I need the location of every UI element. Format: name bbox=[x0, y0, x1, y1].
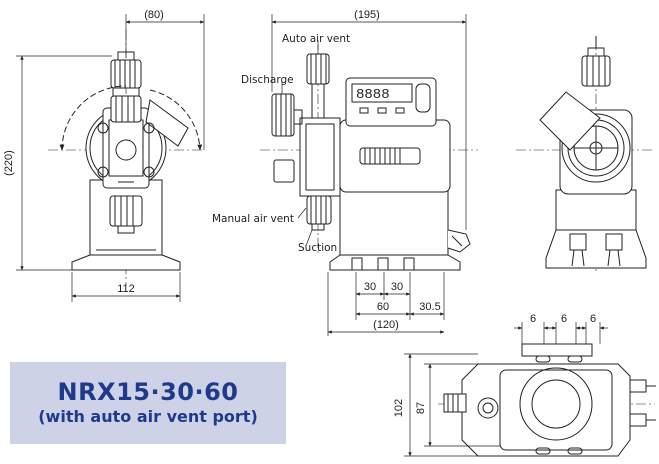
plan-view bbox=[438, 343, 656, 457]
label-auto-air-vent: Auto air vent bbox=[282, 33, 350, 45]
front-dimension-lines bbox=[271, 14, 467, 336]
dim-left-base-width: 112 bbox=[117, 283, 135, 295]
callout-lines bbox=[281, 44, 319, 247]
front-view: 8888 bbox=[260, 40, 478, 271]
dim-front-30-5: 30.5 bbox=[419, 301, 440, 313]
dim-front-30b: 30 bbox=[391, 281, 403, 293]
dim-front-60: 60 bbox=[377, 301, 389, 313]
dim-plan-6c: 6 bbox=[590, 313, 596, 325]
dim-left-height: (220) bbox=[3, 150, 15, 176]
dim-plan-102: 102 bbox=[393, 399, 405, 417]
dim-front-30a: 30 bbox=[364, 281, 376, 293]
model-title-panel: NRX15·30·60 (with auto air vent port) bbox=[10, 362, 286, 444]
label-suction: Suction bbox=[298, 242, 337, 254]
dim-front-120: (120) bbox=[373, 319, 399, 331]
dim-front-top-width: (195) bbox=[354, 9, 380, 21]
dim-plan-6a: 6 bbox=[530, 313, 536, 325]
label-discharge: Discharge bbox=[241, 74, 294, 86]
side-view-left bbox=[48, 30, 205, 285]
left-dimension-lines bbox=[16, 14, 205, 302]
plan-dimension-lines bbox=[404, 322, 608, 457]
model-title: NRX15·30·60 bbox=[57, 378, 239, 406]
dim-plan-87: 87 bbox=[415, 402, 427, 414]
side-view-right bbox=[516, 36, 655, 272]
dim-plan-6b: 6 bbox=[561, 313, 567, 325]
svg-text:8888: 8888 bbox=[356, 87, 390, 103]
label-manual-air-vent: Manual air vent bbox=[212, 213, 294, 225]
model-subtitle: (with auto air vent port) bbox=[38, 407, 258, 426]
dim-left-top-width: (80) bbox=[144, 9, 164, 21]
